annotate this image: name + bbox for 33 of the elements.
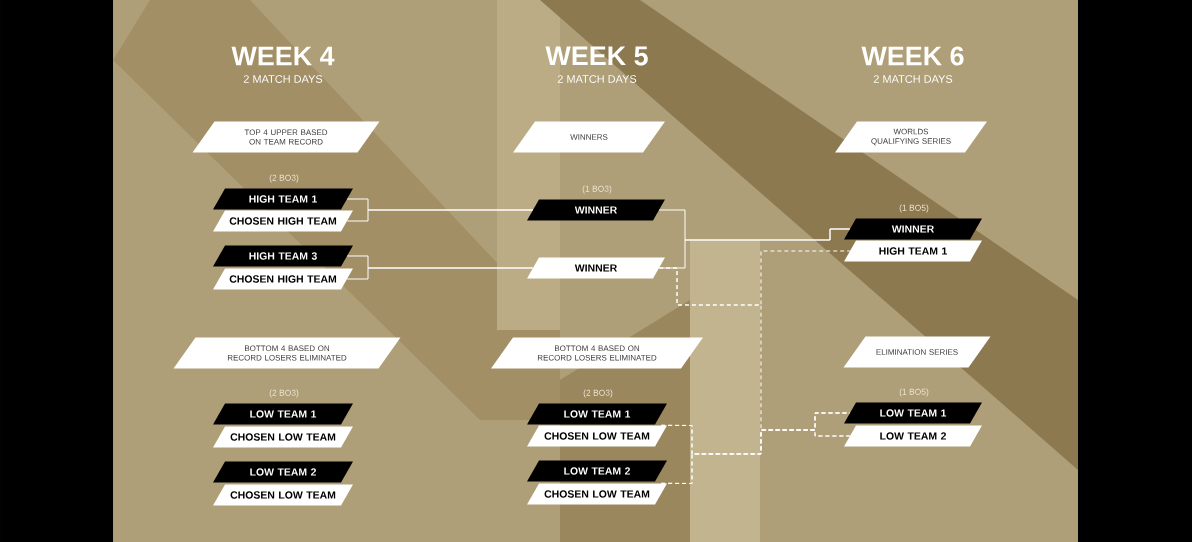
team-bar: CHOSEN HIGH TEAM [213, 210, 353, 232]
match-days-label: 2 MATCH DAYS [243, 75, 323, 83]
team-bar: LOW TEAM 2 [844, 425, 982, 447]
match-days-label: 2 MATCH DAYS [873, 75, 953, 83]
team-bar: WINNER [844, 218, 982, 240]
week-heading: WEEK 4 [231, 46, 335, 66]
team-bar: HIGH TEAM 1 [213, 188, 353, 210]
team-bar: LOW TEAM 1 [527, 403, 667, 425]
team-bar: HIGH TEAM 3 [213, 245, 353, 267]
team-bar: WINNER [527, 199, 665, 221]
bracket-line [346, 209, 534, 222]
team-bar: CHOSEN LOW TEAM [527, 425, 667, 447]
match-format-label: (1 BO5) [899, 388, 929, 397]
match-format-label: (2 BO3) [269, 174, 299, 183]
bracket-line [660, 429, 851, 484]
team-bar: CHOSEN LOW TEAM [213, 426, 353, 448]
bracket-line [346, 267, 534, 280]
match-days-label: 2 MATCH DAYS [557, 75, 637, 83]
match-format-label: (1 BO5) [899, 204, 929, 213]
match-format-label: (2 BO3) [269, 389, 299, 398]
week-heading: WEEK 5 [545, 46, 648, 66]
team-bar: CHOSEN HIGH TEAM [213, 268, 353, 290]
team-bar: CHOSEN LOW TEAM [527, 483, 667, 505]
team-bar: WINNER [527, 257, 665, 279]
match-format-label: (1 BO3) [582, 185, 612, 194]
team-bar: LOW TEAM 2 [213, 461, 353, 483]
team-bar: LOW TEAM 2 [527, 460, 667, 482]
week-heading: WEEK 6 [861, 46, 964, 66]
team-bar: HIGH TEAM 1 [844, 240, 982, 262]
team-bar: LOW TEAM 1 [844, 402, 982, 424]
team-bar: CHOSEN LOW TEAM [213, 484, 353, 506]
match-format-label: (2 BO3) [583, 389, 613, 398]
team-bar: LOW TEAM 1 [213, 403, 353, 425]
